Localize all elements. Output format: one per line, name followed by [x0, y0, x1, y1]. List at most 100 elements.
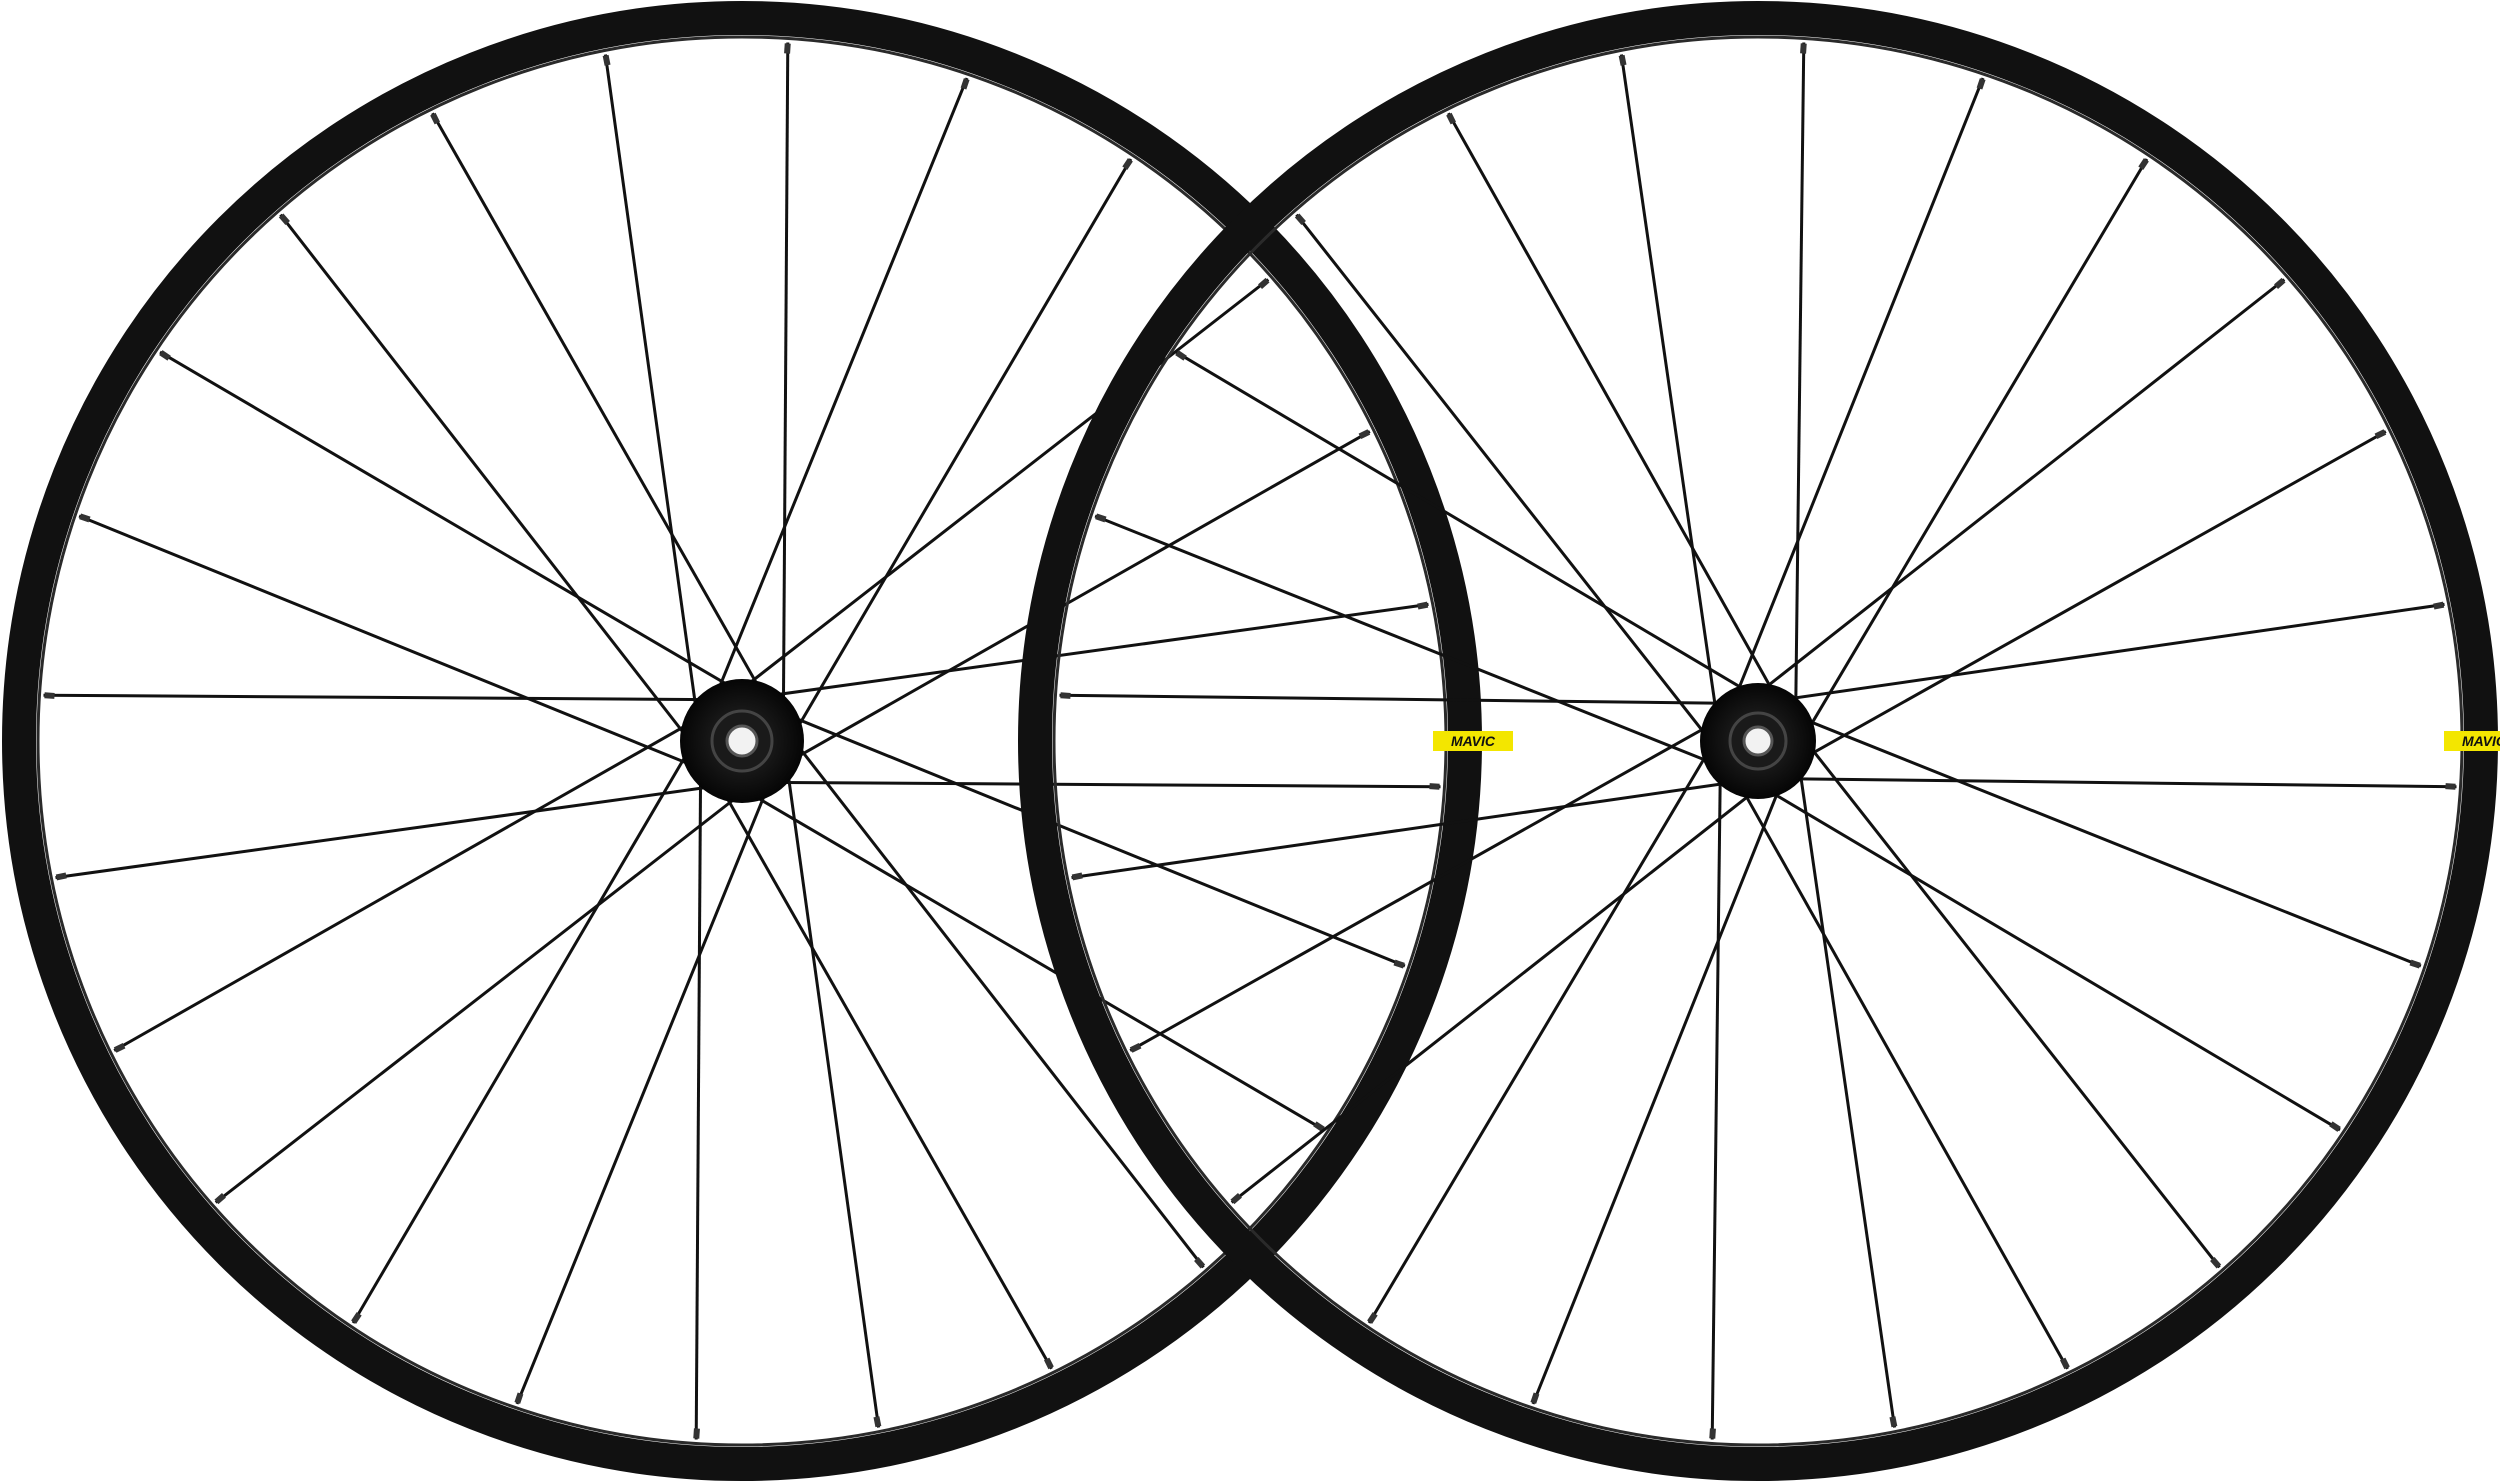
spoke-nipple	[2445, 783, 2456, 790]
spoke-nipple	[1358, 429, 1371, 439]
spoke-nipple	[1071, 872, 1083, 881]
spoke-nipple	[1429, 783, 1440, 790]
spoke	[784, 158, 1133, 750]
right-hub	[1700, 683, 1816, 799]
spoke-nipple	[960, 78, 970, 90]
spoke	[712, 774, 1053, 1370]
spoke-nipple	[79, 513, 91, 523]
spoke	[1771, 777, 2457, 789]
right-nipples	[1060, 43, 2456, 1439]
spoke-nipple	[514, 1392, 524, 1404]
spoke	[279, 213, 702, 755]
spoke-nipple	[602, 54, 611, 66]
spoke-nipple	[278, 213, 290, 225]
left-nipples	[44, 43, 1440, 1439]
spoke-nipple	[1393, 959, 1405, 969]
spoke	[708, 77, 969, 712]
spoke-nipple	[55, 872, 67, 881]
svg-text:MAVIC: MAVIC	[1451, 733, 1496, 749]
spoke-nipple	[2409, 959, 2421, 969]
spoke-nipple	[1043, 1357, 1054, 1370]
spoke	[757, 780, 1441, 789]
spoke-nipple	[44, 692, 55, 699]
right-rim-decal-left: MAVIC	[1433, 731, 1513, 751]
left-axle-hole	[725, 724, 759, 758]
spoke-nipple	[1258, 277, 1270, 289]
spoke	[1731, 771, 2069, 1370]
spoke	[55, 782, 733, 880]
spoke-nipple	[1175, 350, 1187, 361]
spoke-nipple	[2433, 601, 2445, 610]
mavic-logo-decal	[2444, 731, 2500, 751]
spoke-nipple	[2210, 1257, 2222, 1269]
spoke-nipple	[1095, 513, 1107, 523]
spoke	[1710, 754, 1722, 1440]
spoke-nipple	[1122, 158, 1133, 170]
spoke	[43, 693, 727, 702]
spoke	[1619, 54, 1721, 733]
spoke	[1745, 278, 2286, 704]
spoke-nipple	[1313, 1121, 1325, 1132]
spoke	[1447, 112, 1785, 711]
spoke	[1794, 42, 1806, 728]
spoke-nipple	[2138, 158, 2149, 170]
spoke-nipple	[784, 43, 791, 54]
spoke	[1071, 778, 1750, 880]
spoke	[1750, 779, 2341, 1132]
svg-text:MAVIC: MAVIC	[2462, 733, 2500, 749]
left-spokes	[43, 42, 1441, 1440]
spoke	[159, 350, 751, 699]
spoke-nipple	[1194, 1257, 1206, 1269]
spoke	[1788, 430, 2387, 768]
right-wheel: MAVIC MAVIC	[1018, 1, 2500, 1481]
spoke	[78, 514, 713, 775]
spoke-nipple	[113, 1043, 126, 1053]
spoke-nipple	[159, 350, 171, 361]
spoke-nipple	[1530, 1392, 1540, 1404]
spoke-nipple	[1976, 78, 1986, 90]
spoke	[782, 727, 1205, 1269]
spoke	[1727, 77, 1985, 715]
spoke-nipple	[214, 1193, 226, 1205]
spoke	[1531, 767, 1789, 1405]
spoke-nipple	[2059, 1357, 2070, 1370]
spoke-nipple	[2374, 429, 2387, 439]
spoke-nipple	[1889, 1416, 1898, 1428]
spoke-nipple	[1230, 1193, 1242, 1205]
spoke-nipple	[2274, 277, 2286, 289]
left-hub	[680, 679, 804, 803]
spoke	[1230, 778, 1771, 1204]
spoke	[781, 42, 790, 726]
right-spokes	[1059, 42, 2457, 1440]
spoke	[775, 430, 1371, 771]
spoke	[214, 781, 756, 1204]
spoke	[1129, 714, 1728, 1052]
spoke	[1795, 749, 1897, 1428]
spoke	[751, 602, 1429, 700]
spoke	[1295, 213, 1721, 754]
spoke	[1796, 158, 2149, 749]
spoke-nipple	[430, 112, 440, 125]
spoke-nipple	[1417, 601, 1429, 610]
spoke	[771, 707, 1406, 968]
spoke-nipple	[873, 1416, 882, 1428]
spoke-nipple	[351, 1312, 362, 1324]
spoke	[1784, 710, 2422, 968]
spoke	[351, 732, 700, 1324]
spoke-nipple	[1294, 213, 1306, 225]
right-rim-decal-right: MAVIC	[2444, 731, 2500, 751]
spoke	[1094, 514, 1732, 772]
right-axle-hole	[1742, 725, 1774, 757]
spoke	[515, 770, 776, 1405]
spoke	[1367, 733, 1720, 1324]
spoke-nipple	[1709, 1428, 1716, 1439]
spoke	[694, 756, 703, 1440]
spoke-nipple	[693, 1428, 700, 1439]
spoke	[783, 750, 881, 1428]
spoke-nipple	[1060, 692, 1071, 699]
spoke-nipple	[2329, 1121, 2341, 1132]
spoke-nipple	[1618, 54, 1627, 66]
spoke	[728, 278, 1270, 701]
